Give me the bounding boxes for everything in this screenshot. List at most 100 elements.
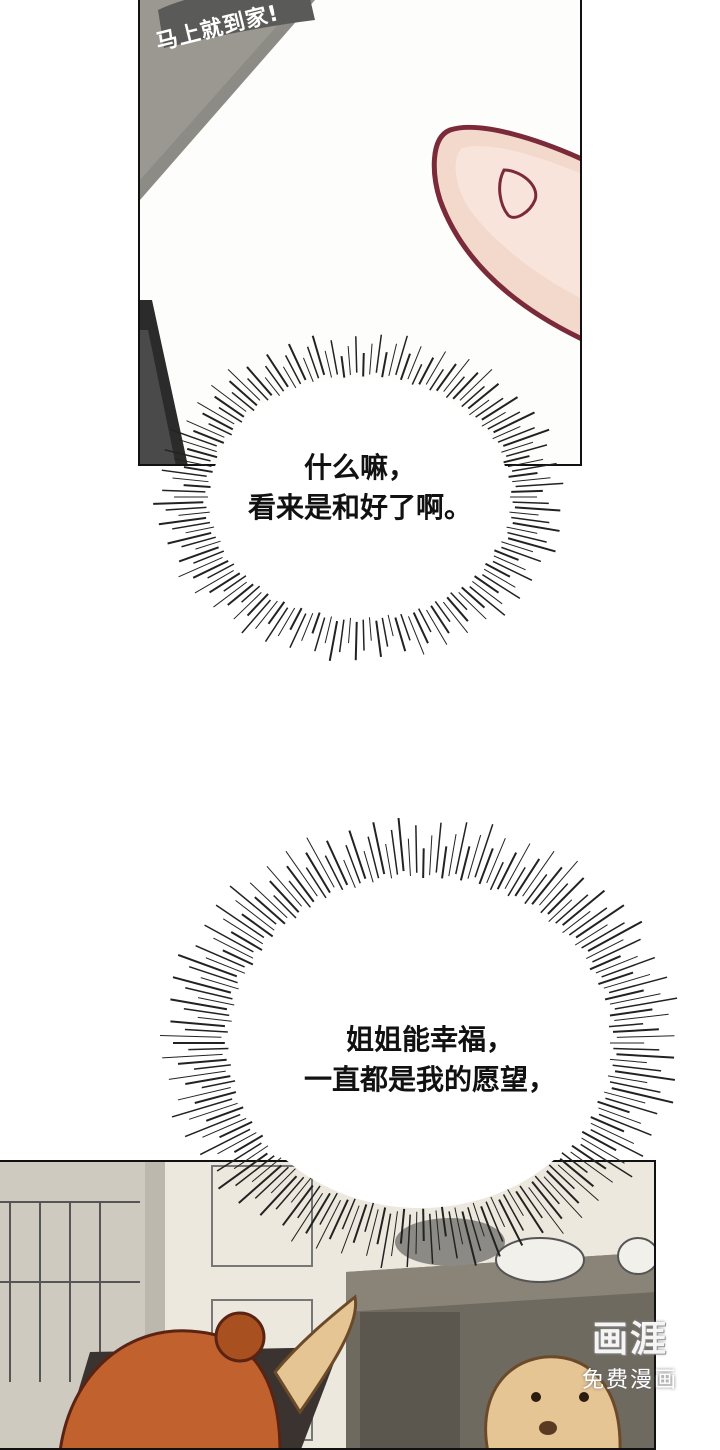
burst-line bbox=[609, 993, 661, 1005]
watermark: 画涯 免费漫画 bbox=[570, 1310, 690, 1394]
burst-line bbox=[160, 1035, 222, 1038]
burst-line bbox=[181, 536, 216, 548]
burst-line bbox=[380, 1213, 392, 1268]
burst-line bbox=[512, 501, 549, 505]
burst-line bbox=[264, 377, 281, 396]
burst-line bbox=[547, 877, 585, 915]
burst-line bbox=[508, 471, 538, 478]
burst-line bbox=[388, 343, 398, 377]
burst-line bbox=[288, 880, 311, 908]
burst-line bbox=[367, 836, 380, 879]
burst-line bbox=[235, 1155, 275, 1187]
burst-line bbox=[604, 989, 644, 1001]
burst-line bbox=[192, 559, 229, 579]
burst-line bbox=[395, 335, 408, 376]
burst-1-line-1: 什么嘛， bbox=[303, 451, 416, 484]
burst-line bbox=[519, 1185, 543, 1219]
burst-line bbox=[446, 596, 469, 622]
burst-line bbox=[590, 1129, 644, 1157]
burst-line bbox=[425, 351, 447, 385]
top-panel-art bbox=[140, 0, 580, 464]
burst-line bbox=[229, 885, 277, 925]
burst-line bbox=[354, 621, 358, 661]
dog-tail bbox=[273, 1294, 358, 1415]
burst-line bbox=[570, 1151, 614, 1183]
burst-line bbox=[241, 913, 274, 938]
burst-line bbox=[161, 469, 207, 478]
burst-line bbox=[507, 458, 544, 468]
burst-line bbox=[264, 365, 285, 392]
burst-line bbox=[233, 1134, 264, 1154]
burst-line bbox=[474, 823, 494, 878]
burst-line bbox=[164, 449, 211, 462]
burst-line bbox=[485, 1201, 504, 1242]
burst-line bbox=[219, 1120, 253, 1139]
burst-line bbox=[441, 846, 448, 879]
burst-line bbox=[455, 822, 468, 875]
burst-line bbox=[193, 1064, 231, 1070]
burst-line bbox=[348, 830, 367, 880]
burst-line bbox=[178, 511, 210, 516]
burst-line bbox=[311, 612, 321, 634]
burst-line bbox=[194, 1091, 237, 1104]
burst-line bbox=[475, 397, 504, 418]
burst-line bbox=[193, 550, 225, 564]
burst-center bbox=[230, 878, 610, 1208]
burst-line bbox=[422, 1208, 425, 1241]
burst-line bbox=[429, 368, 445, 391]
burst-line bbox=[507, 866, 526, 897]
burst-line bbox=[297, 1185, 321, 1219]
burst-line bbox=[246, 366, 273, 396]
burst-line bbox=[434, 600, 451, 623]
burst-line bbox=[218, 406, 243, 423]
burst-line bbox=[574, 924, 608, 946]
burst-line bbox=[227, 583, 254, 606]
burst-line bbox=[509, 511, 539, 516]
burst-line bbox=[562, 889, 606, 926]
burst-line bbox=[507, 537, 556, 553]
burst-line bbox=[362, 353, 365, 377]
burst-line bbox=[448, 834, 457, 877]
burst-line bbox=[454, 1207, 464, 1245]
burst-line bbox=[172, 976, 232, 994]
burst-line bbox=[467, 383, 500, 410]
burst-line bbox=[546, 1170, 580, 1204]
burst-line bbox=[467, 834, 482, 879]
burst-line bbox=[347, 346, 351, 376]
burst-line bbox=[448, 1211, 458, 1259]
burst-line bbox=[251, 1157, 282, 1183]
burst-line bbox=[173, 458, 212, 467]
burst-line bbox=[603, 1091, 646, 1104]
burst-line bbox=[502, 428, 550, 447]
burst-line bbox=[481, 573, 521, 600]
burst-line bbox=[490, 1196, 506, 1228]
burst-line bbox=[459, 846, 471, 881]
burst-line bbox=[390, 1211, 398, 1257]
burst-line bbox=[170, 998, 228, 1011]
burst-line bbox=[461, 385, 485, 408]
burst-line bbox=[172, 521, 211, 530]
burst-line bbox=[467, 1207, 482, 1252]
burst-line bbox=[217, 1152, 268, 1190]
burst-line bbox=[324, 616, 332, 644]
burst-line bbox=[362, 619, 365, 651]
burst-line bbox=[614, 997, 678, 1010]
burst-line bbox=[493, 555, 526, 571]
burst-line bbox=[587, 920, 643, 952]
burst-line bbox=[302, 357, 314, 383]
burst-line bbox=[223, 575, 247, 592]
burst-line bbox=[264, 607, 289, 643]
burst-line bbox=[435, 1210, 441, 1251]
burst-line bbox=[231, 391, 255, 412]
dog-eye bbox=[531, 1392, 541, 1402]
burst-line bbox=[505, 444, 548, 458]
burst-line bbox=[568, 907, 608, 936]
burst-line bbox=[504, 843, 531, 890]
burst-line bbox=[255, 600, 278, 630]
burst-line bbox=[514, 858, 541, 897]
burst-line bbox=[277, 607, 296, 637]
burst-line bbox=[266, 865, 303, 907]
burst-line bbox=[555, 894, 589, 924]
burst-line bbox=[325, 840, 349, 886]
burst-line bbox=[199, 1128, 251, 1156]
